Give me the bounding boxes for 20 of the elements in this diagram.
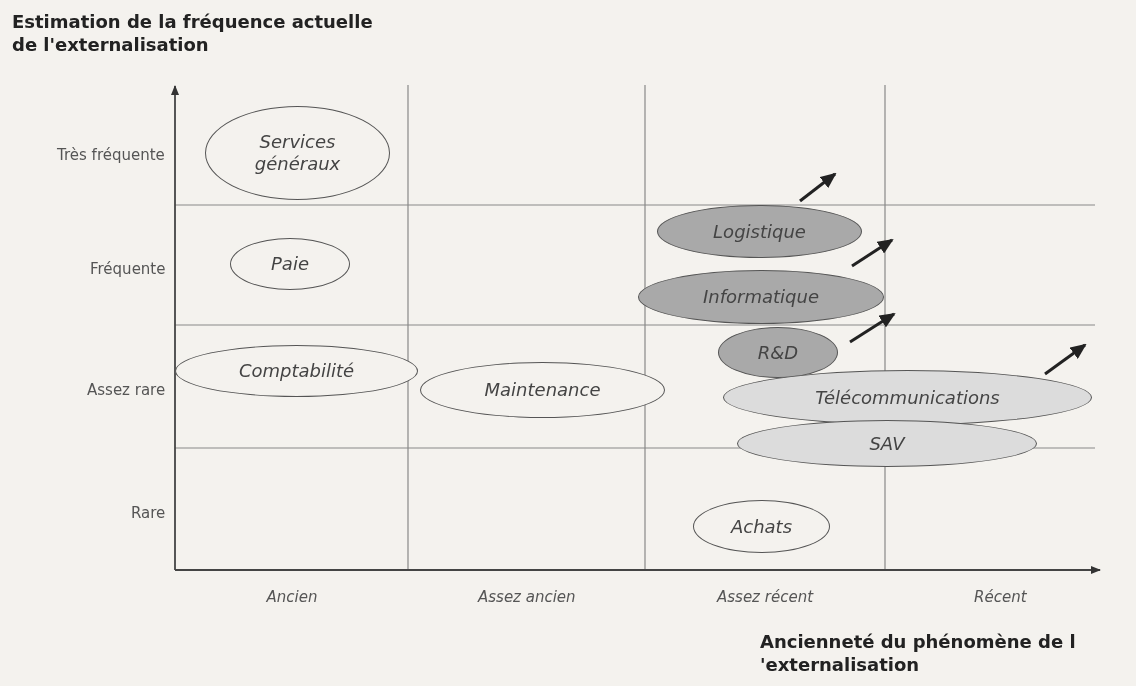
axis-tick-label: Assez ancien [478, 588, 576, 606]
axis-tick-label: Très fréquente [57, 146, 165, 164]
function-ellipse: Paie [230, 238, 350, 290]
axis-tick-label: Assez récent [717, 588, 814, 606]
axis-tick-label: Récent [974, 588, 1027, 606]
function-ellipse: R&D [718, 327, 838, 378]
function-ellipse: Informatique [638, 270, 884, 324]
function-ellipse: Comptabilité [175, 345, 418, 397]
function-ellipse: Maintenance [420, 362, 665, 418]
axis-tick-label: Fréquente [90, 260, 166, 278]
axis-title: Ancienneté du phénomène de l 'externalisation [760, 630, 1077, 677]
axis-tick-label: Rare [131, 504, 166, 522]
function-ellipse: Logistique [657, 205, 862, 258]
function-ellipse: Achats [693, 500, 830, 553]
function-ellipse: Services généraux [205, 106, 390, 200]
function-ellipse: Télécommunications [723, 370, 1092, 425]
axis-tick-label: Ancien [266, 588, 318, 606]
axis-tick-label: Assez rare [87, 381, 166, 399]
function-ellipse: SAV [737, 420, 1037, 467]
axis-title: Estimation de la fréquence actuelle de l'externalisation [12, 10, 374, 57]
